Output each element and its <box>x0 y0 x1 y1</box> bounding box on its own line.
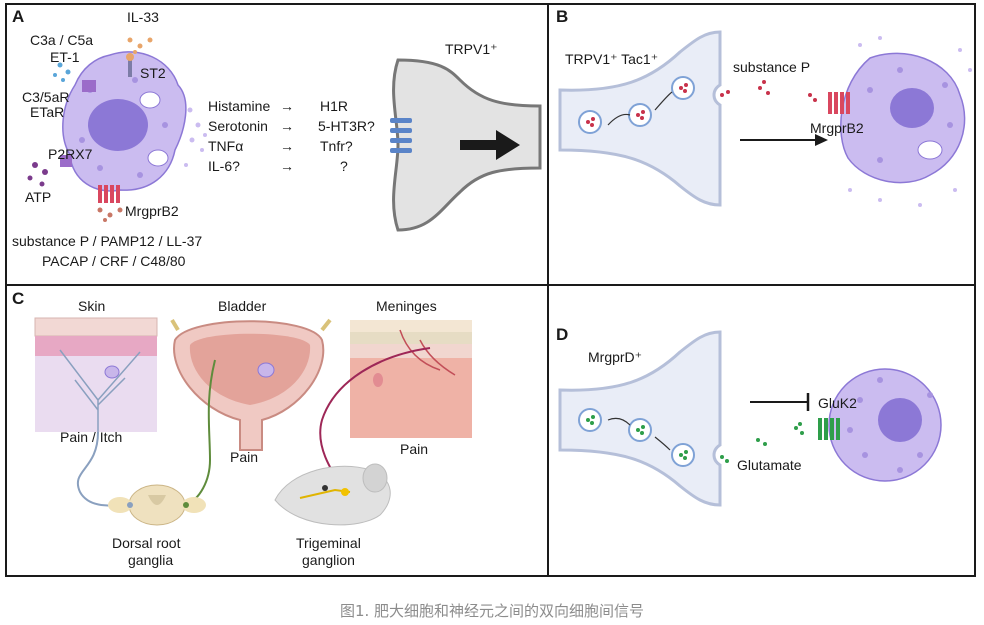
label-st2: ST2 <box>140 65 166 81</box>
label-c35ar: C3/5aR <box>22 89 69 105</box>
label-bladder-sensation: Pain <box>230 449 258 465</box>
panel-b: B TRPV1⁺ Tac1⁺ substance P <box>556 7 972 207</box>
label-glutamate: Glutamate <box>737 457 802 473</box>
mouse-head <box>274 463 391 526</box>
label-bladder: Bladder <box>218 298 267 314</box>
panel-a-letter: A <box>12 7 24 26</box>
panel-a: A <box>12 7 542 269</box>
label-meninges-sensation: Pain <box>400 441 428 457</box>
meninges-tissue <box>350 320 472 438</box>
signal-arrow-a <box>460 130 520 160</box>
nucleus-d <box>878 398 922 442</box>
label-et1: ET-1 <box>50 49 80 65</box>
label-c3a-c5a: C3a / C5a <box>30 32 93 48</box>
skin-tissue <box>34 317 158 432</box>
mediator-1: Serotonin <box>208 118 268 134</box>
label-meninges: Meninges <box>376 298 437 314</box>
nucleus-a <box>88 99 148 151</box>
mediator-0: Histamine <box>208 98 270 114</box>
label-drg-2: ganglia <box>128 552 173 568</box>
label-mrgprd: MrgprD⁺ <box>588 349 642 365</box>
mediator-3: IL-6? <box>208 158 240 174</box>
receptor-0: H1R <box>320 98 348 114</box>
arrow-0: → <box>280 98 294 114</box>
dorsal-root-ganglia <box>108 484 206 526</box>
label-ligands-bottom-1: substance P / PAMP12 / LL-37 <box>12 233 202 249</box>
mediator-2: TNFα <box>208 138 243 154</box>
mrgprb2-receptor-a <box>98 185 120 203</box>
label-tg-1: Trigeminal <box>296 535 361 551</box>
ligand-dots-a <box>27 37 153 222</box>
label-trpv1-a: TRPV1⁺ <box>445 41 498 57</box>
mediator-list: Histamine Serotonin TNFα IL-6? → → → → H… <box>208 98 375 174</box>
figure-caption: 图1. 肥大细胞和神经元之间的双向细胞间信号 <box>339 602 645 620</box>
label-substance-p: substance P <box>733 59 810 75</box>
bladder-tissue <box>170 318 332 451</box>
panel-d-letter: D <box>556 325 568 344</box>
label-gluk2: GluK2 <box>818 395 857 411</box>
arrow-3: → <box>280 158 294 174</box>
label-skin-sensation: Pain / Itch <box>60 429 122 445</box>
panel-b-letter: B <box>556 7 568 26</box>
arrow-1: → <box>280 118 294 134</box>
mrgprb2-receptor-b <box>828 92 850 114</box>
gluk2-receptor <box>818 418 840 440</box>
receptor-3: ? <box>340 158 348 174</box>
label-etar: ETaR <box>30 104 64 120</box>
p2rx7-receptor <box>60 155 72 167</box>
meninges-nerve <box>319 347 431 491</box>
c35ar-receptor <box>82 80 96 92</box>
receptor-1: 5-HT3R? <box>318 118 375 134</box>
label-mrgprb2-a: MrgprB2 <box>125 203 179 219</box>
label-p2rx7: P2RX7 <box>48 146 93 162</box>
label-atp: ATP <box>25 189 51 205</box>
label-tg-2: ganglion <box>302 552 355 568</box>
mast-cell-a <box>62 51 207 192</box>
label-il33: IL-33 <box>127 9 159 25</box>
panel-c-letter: C <box>12 289 24 308</box>
label-trpv1-tac1: TRPV1⁺ Tac1⁺ <box>565 51 658 67</box>
label-ligands-bottom-2: PACAP / CRF / C48/80 <box>42 253 186 269</box>
mast-cell-b <box>840 36 972 207</box>
panel-c: C Skin Pain / Itch Bladder Pain <box>12 289 472 568</box>
label-skin: Skin <box>78 298 105 314</box>
bladder-nerve <box>184 359 216 506</box>
panel-d: D MrgprD⁺ Glutamate GluK2 <box>556 325 942 507</box>
label-drg-1: Dorsal root <box>112 535 181 551</box>
label-mrgprb2-b: MrgprB2 <box>810 120 864 136</box>
nucleus-b <box>890 88 934 128</box>
neuron-terminal-a <box>390 58 542 232</box>
figure-frame <box>5 3 976 577</box>
receptor-2: Tnfr? <box>320 138 353 154</box>
arrow-2: → <box>280 138 294 154</box>
mast-cell-d <box>828 368 942 482</box>
st2-receptor <box>128 55 132 77</box>
